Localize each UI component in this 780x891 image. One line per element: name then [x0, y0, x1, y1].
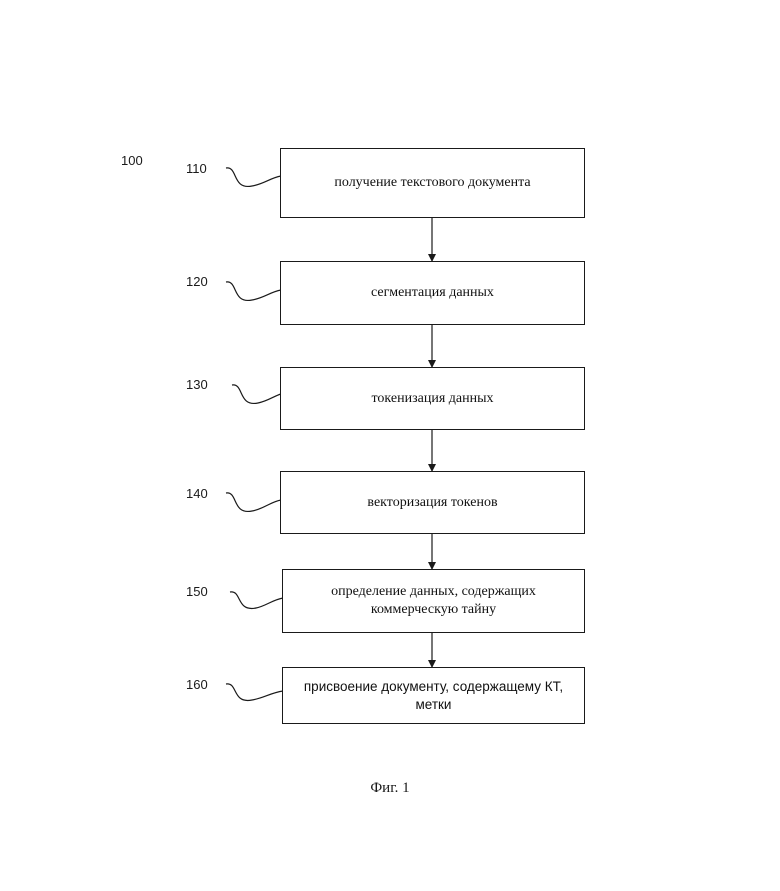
step-box-160: присвоение документу, содержащему КТ, ме…: [282, 667, 585, 724]
leader-line-150: [230, 592, 283, 609]
leader-line-160: [226, 684, 283, 701]
step-ref-110: 110: [186, 161, 226, 176]
step-box-150: определение данных, содержащих коммерчес…: [282, 569, 585, 633]
step-text-120: сегментация данных: [371, 284, 494, 302]
step-box-130: токенизация данных: [280, 367, 585, 430]
step-box-140: векторизация токенов: [280, 471, 585, 534]
step-ref-160: 160: [186, 677, 226, 692]
step-text-130: токенизация данных: [372, 390, 494, 408]
step-text-160: присвоение документу, содержащему КТ, ме…: [293, 678, 574, 714]
step-ref-140: 140: [186, 486, 226, 501]
step-ref-130: 130: [186, 377, 226, 392]
leader-line-130: [232, 385, 281, 404]
figure-caption: Фиг. 1: [0, 780, 780, 797]
step-ref-150: 150: [186, 584, 226, 599]
step-text-110: получение текстового документа: [334, 174, 530, 192]
figure-reference-number: 100: [121, 153, 143, 168]
step-box-120: сегментация данных: [280, 261, 585, 325]
leader-line-110: [226, 168, 281, 187]
step-box-110: получение текстового документа: [280, 148, 585, 218]
leader-line-140: [226, 493, 281, 512]
leader-line-120: [226, 282, 281, 301]
step-text-140: векторизация токенов: [367, 494, 497, 512]
step-text-150: определение данных, содержащих коммерчес…: [293, 583, 574, 619]
step-ref-120: 120: [186, 274, 226, 289]
